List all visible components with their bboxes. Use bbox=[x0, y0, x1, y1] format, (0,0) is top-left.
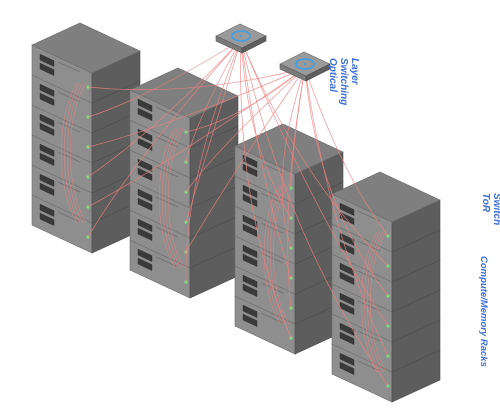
fiber-link bbox=[304, 67, 389, 357]
fiber-link bbox=[60, 82, 78, 224]
fiber-link bbox=[185, 39, 242, 223]
rack-4 bbox=[331, 171, 441, 403]
fiber-link bbox=[87, 39, 242, 118]
fiber-link bbox=[167, 127, 185, 269]
fiber-link bbox=[290, 67, 306, 189]
fiber-link bbox=[185, 39, 242, 283]
server-unit bbox=[234, 295, 344, 355]
fiber-link bbox=[304, 67, 389, 237]
rack-top-panel bbox=[234, 123, 344, 175]
server-unit bbox=[331, 223, 441, 283]
rack-1 bbox=[31, 22, 141, 254]
fiber-link bbox=[240, 39, 292, 339]
fiber-link bbox=[240, 39, 389, 267]
fiber-link bbox=[87, 39, 242, 238]
fiber-link bbox=[164, 127, 182, 269]
fiber-link bbox=[185, 39, 242, 163]
fiber-link bbox=[360, 231, 378, 373]
server-unit bbox=[129, 239, 239, 299]
tor-switch-label: ToR Switch bbox=[480, 193, 500, 225]
fiber-link bbox=[240, 39, 292, 279]
server-unit bbox=[331, 343, 441, 403]
fiber-link bbox=[272, 183, 290, 325]
fiber-link bbox=[263, 183, 281, 325]
fiber-link bbox=[366, 231, 384, 373]
fiber-link bbox=[69, 82, 87, 224]
fiber-link bbox=[66, 82, 84, 224]
racks bbox=[31, 22, 441, 403]
fiber-link bbox=[363, 231, 381, 373]
fiber-link bbox=[369, 231, 387, 373]
fiber-link bbox=[240, 39, 389, 387]
fiber-link bbox=[161, 127, 179, 269]
fiber-link bbox=[63, 82, 81, 224]
optical-switch-1 bbox=[215, 23, 267, 54]
fiber-link bbox=[269, 183, 287, 325]
fiber-link bbox=[185, 67, 306, 253]
optical-switching-layer-label: Optical Switching Layer bbox=[327, 58, 360, 108]
optical-switch-2 bbox=[279, 51, 331, 82]
fiber-link bbox=[185, 67, 306, 193]
fiber-link bbox=[87, 39, 242, 178]
fiber-link bbox=[87, 67, 306, 148]
fiber-link bbox=[185, 67, 306, 133]
fiber-link bbox=[87, 67, 306, 208]
server-unit bbox=[31, 194, 141, 254]
server-unit bbox=[331, 313, 441, 373]
fiber-link bbox=[266, 183, 284, 325]
fiber-link bbox=[304, 67, 389, 297]
rack-3 bbox=[234, 123, 344, 355]
switch-ring-icon bbox=[295, 58, 315, 70]
server-unit bbox=[129, 209, 239, 269]
fiber-link bbox=[87, 67, 306, 91]
switch-ring-icon bbox=[231, 30, 251, 42]
fiber-links bbox=[60, 39, 389, 387]
rack-top-panel bbox=[31, 22, 141, 74]
optical-switching-layer bbox=[215, 23, 331, 82]
fiber-link bbox=[158, 127, 176, 269]
compute-memory-racks-label: Compute/Memory Racks bbox=[478, 256, 489, 367]
fiber-link bbox=[281, 67, 306, 249]
